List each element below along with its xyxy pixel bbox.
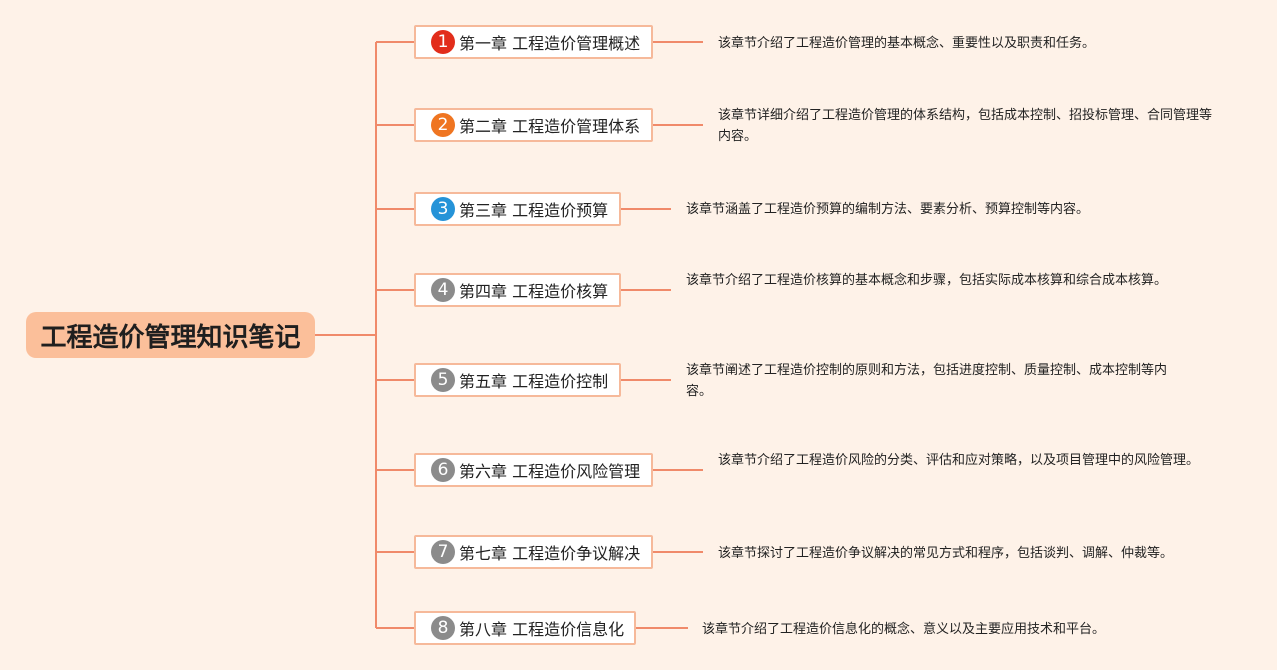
number-badge-6: 6 — [431, 458, 455, 482]
chapter-node-2[interactable]: 2 第二章 工程造价管理体系 — [414, 108, 653, 142]
chapter-title-7: 第七章 工程造价争议解决 — [459, 544, 641, 563]
number-badge-3: 3 — [431, 197, 455, 221]
chapter-title-1: 第一章 工程造价管理概述 — [459, 34, 641, 53]
number-badge-2: 2 — [431, 113, 455, 137]
chapter-description-1: 该章节介绍了工程造价管理的基本概念、重要性以及职责和任务。 — [718, 36, 1096, 51]
chapter-node-6[interactable]: 6 第六章 工程造价风险管理 — [414, 453, 653, 487]
root-title: 工程造价管理知识笔记 — [40, 322, 301, 353]
chapter-node-3[interactable]: 3 第三章 工程造价预算 — [414, 192, 621, 226]
number-badge-4: 4 — [431, 278, 455, 302]
chapter-title-8: 第八章 工程造价信息化 — [459, 620, 625, 639]
chapter-description-8: 该章节介绍了工程造价信息化的概念、意义以及主要应用技术和平台。 — [702, 622, 1106, 637]
chapter-node-8[interactable]: 8 第八章 工程造价信息化 — [414, 611, 636, 645]
chapter-description-6: 该章节介绍了工程造价风险的分类、评估和应对策略，以及项目管理中的风险管理。 — [718, 453, 1200, 468]
number-badge-5: 5 — [431, 368, 455, 392]
chapter-title-4: 第四章 工程造价核算 — [459, 282, 609, 301]
chapter-title-3: 第三章 工程造价预算 — [459, 201, 609, 220]
number-badge-1: 1 — [431, 30, 455, 54]
number-badge-7: 7 — [431, 540, 455, 564]
chapter-description-2: 该章节详细介绍了工程造价管理的体系结构，包括成本控制、招投标管理、合同管理等内容… — [718, 108, 1213, 144]
number-badge-8: 8 — [431, 616, 455, 640]
chapter-node-5[interactable]: 5 第五章 工程造价控制 — [414, 363, 621, 397]
chapter-title-6: 第六章 工程造价风险管理 — [459, 462, 641, 481]
chapter-description-3: 该章节涵盖了工程造价预算的编制方法、要素分析、预算控制等内容。 — [686, 202, 1090, 217]
chapter-description-7: 该章节探讨了工程造价争议解决的常见方式和程序，包括谈判、调解、仲裁等。 — [718, 546, 1174, 561]
chapter-description-5: 该章节阐述了工程造价控制的原则和方法，包括进度控制、质量控制、成本控制等内容。 — [686, 363, 1168, 399]
chapter-description-4: 该章节介绍了工程造价核算的基本概念和步骤，包括实际成本核算和综合成本核算。 — [686, 273, 1168, 288]
chapter-node-7[interactable]: 7 第七章 工程造价争议解决 — [414, 535, 653, 569]
chapter-title-5: 第五章 工程造价控制 — [459, 372, 609, 391]
chapter-node-1[interactable]: 1 第一章 工程造价管理概述 — [414, 25, 653, 59]
root-topic[interactable]: 工程造价管理知识笔记 — [26, 312, 315, 358]
chapter-title-2: 第二章 工程造价管理体系 — [459, 117, 641, 136]
chapter-node-4[interactable]: 4 第四章 工程造价核算 — [414, 273, 621, 307]
